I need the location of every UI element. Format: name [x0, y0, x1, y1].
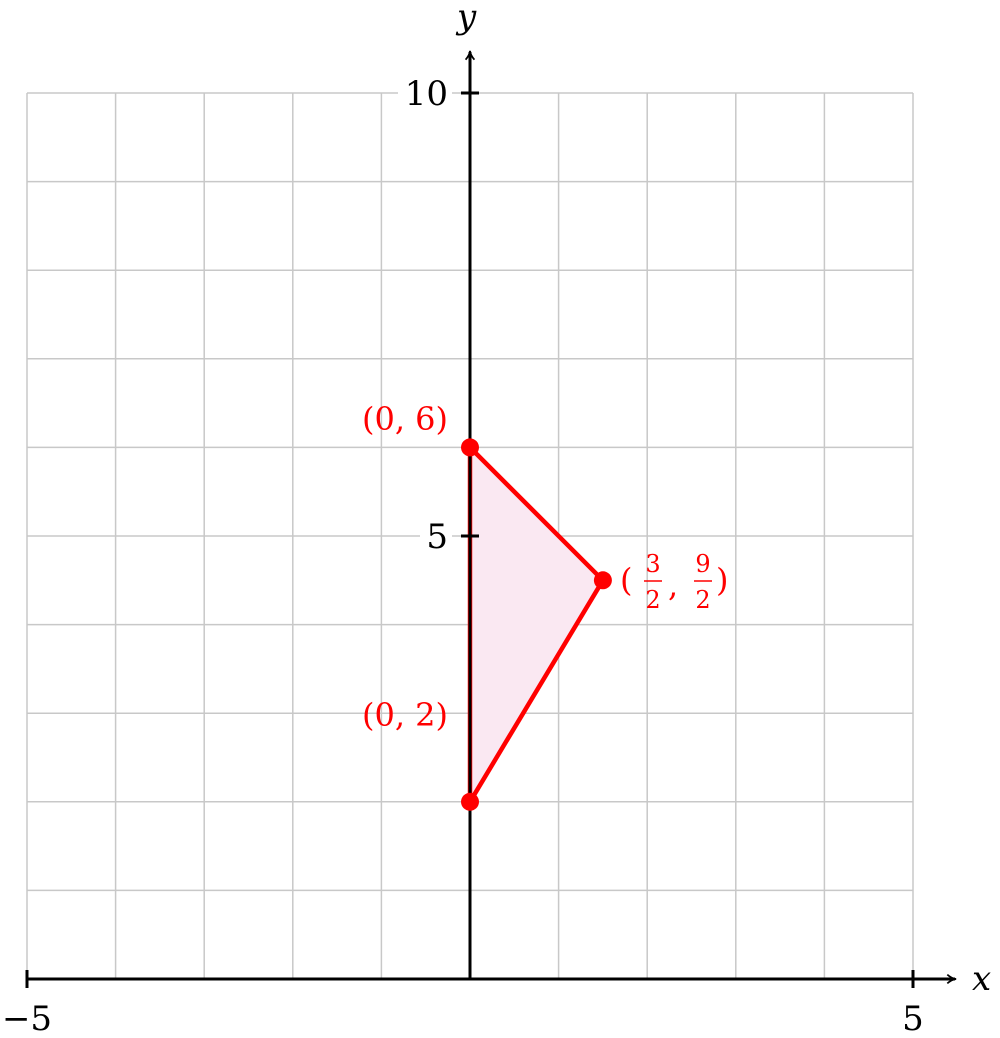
frac-num-y: 9: [695, 550, 710, 578]
vertices: [461, 438, 612, 811]
vertex-point: [461, 792, 479, 811]
point-label-comma: ,: [668, 566, 678, 604]
frac-num-x: 3: [645, 550, 660, 578]
x-tick-label: 5: [902, 999, 924, 1038]
frac-den-x: 2: [645, 586, 660, 614]
vertex-point: [593, 571, 612, 590]
y-tick-label: 5: [426, 517, 448, 557]
ticks: −5 5 5 10: [2, 71, 924, 1038]
point-label-0-6: (0, 6): [362, 400, 448, 438]
point-label-0-2: (0, 2): [362, 696, 448, 734]
y-tick-label: 10: [405, 74, 448, 114]
y-axis-label: y: [455, 0, 477, 37]
point-label-open-paren: (: [620, 561, 632, 599]
point-label-3-2-9-2: ( 3 2 , 9 2 ): [620, 550, 728, 614]
x-axis-label: x: [972, 959, 991, 999]
axes: [27, 50, 957, 985]
vertex-point: [461, 438, 479, 457]
frac-den-y: 2: [695, 586, 710, 614]
y-tick-label-bg: [420, 514, 452, 556]
point-label-close-paren: ): [716, 561, 728, 599]
x-tick-label: −5: [2, 999, 52, 1038]
y-tick-label-bg: [398, 71, 452, 113]
